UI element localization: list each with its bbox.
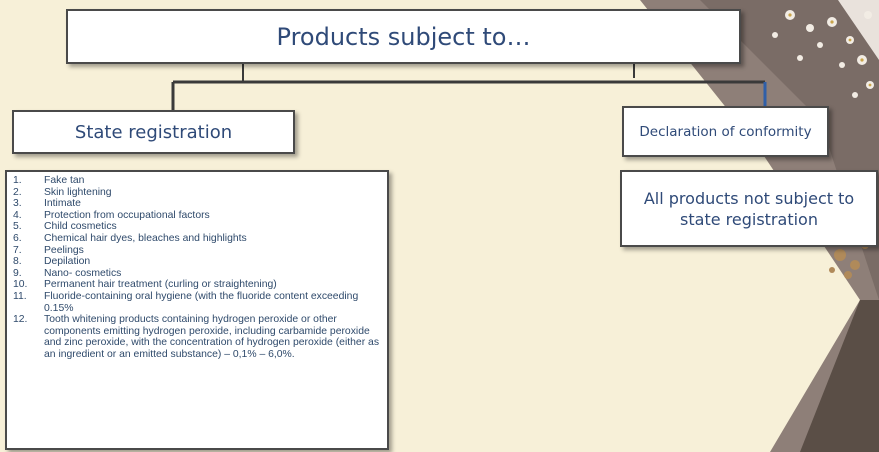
lower-dark-band: [800, 300, 879, 452]
list-item-text: Depilation: [44, 256, 91, 268]
flower-centers: [788, 13, 872, 87]
list-item-text: Fluoride-containing oral hygiene (with t…: [44, 290, 359, 314]
list-item-number: 8.: [13, 256, 22, 268]
dried-herbs: [829, 241, 869, 279]
list-item-text: Child cosmetics: [44, 221, 117, 233]
state-registration-label: State registration: [74, 121, 233, 143]
state-registration-box: State registration: [12, 110, 295, 154]
list-item: 6. Chemical hair dyes, bleaches and highl…: [13, 233, 381, 245]
list-item: 7. Peelings: [13, 245, 381, 257]
list-item-text: Chemical hair dyes, bleaches and highlig…: [44, 232, 247, 244]
list-item-number: 9.: [13, 267, 22, 279]
list-item-text: Skin lightening: [44, 186, 112, 198]
list-item: 1. Fake tan: [13, 175, 381, 187]
list-item: 4. Protection from occupational factors: [13, 210, 381, 222]
list-item-number: 4.: [13, 209, 22, 221]
list-item-text: Intimate: [44, 198, 81, 210]
list-item-text: Tooth whitening products containing hydr…: [44, 314, 380, 360]
list-item: 12. Tooth whitening products containing h…: [13, 314, 381, 360]
list-item-number: 7.: [13, 244, 22, 256]
list-item-number: 12.: [13, 314, 28, 326]
list-item: 10. Permanent hair treatment (curling or …: [13, 279, 381, 291]
list-item-text: Protection from occupational factors: [44, 209, 210, 221]
state-registration-list: 1.Fake tan 2.Skin lightening 3.Intimate …: [13, 175, 381, 361]
list-item-number: 5.: [13, 221, 22, 233]
list-item-number: 6.: [13, 232, 22, 244]
list-item-number: 11.: [13, 290, 27, 302]
list-item-number: 10.: [13, 279, 28, 291]
state-registration-list-box: 1.Fake tan 2.Skin lightening 3.Intimate …: [5, 170, 389, 450]
list-item-text: Nano- cosmetics: [44, 267, 122, 279]
title-box: Products subject to…: [66, 9, 741, 64]
list-item-text: Peelings: [44, 244, 84, 256]
list-item: 8. Depilation: [13, 256, 381, 268]
list-item-number: 1.: [13, 175, 22, 186]
all-products-box: All products not subject to state regist…: [620, 170, 878, 247]
list-item: 11. Fluoride-containing oral hygiene (wit…: [13, 291, 381, 314]
list-item: 3. Intimate: [13, 198, 381, 210]
list-item-number: 3.: [13, 198, 22, 210]
list-item-number: 2.: [13, 186, 22, 198]
list-item-text: Fake tan: [44, 175, 85, 186]
title-text: Products subject to…: [276, 22, 531, 51]
list-item-text: Permanent hair treatment (curling or str…: [44, 279, 277, 291]
declaration-of-conformity-label: Declaration of conformity: [639, 123, 812, 140]
list-item: 2. Skin lightening: [13, 187, 381, 199]
all-products-text: All products not subject to state regist…: [643, 188, 855, 229]
list-item: 5. Child cosmetics: [13, 221, 381, 233]
dark-band-shadow: [700, 0, 879, 300]
declaration-of-conformity-box: Declaration of conformity: [622, 106, 829, 157]
list-item: 9. Nano- cosmetics: [13, 268, 381, 280]
